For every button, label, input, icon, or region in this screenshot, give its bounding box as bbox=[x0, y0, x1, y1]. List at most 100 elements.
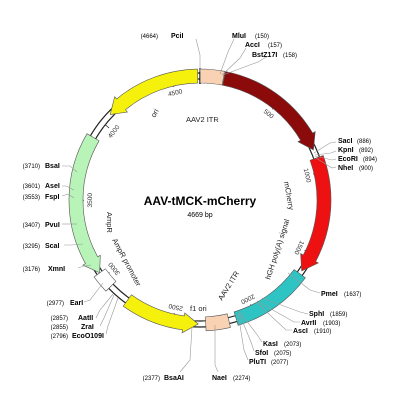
site-pos-saci: (886) bbox=[357, 139, 371, 145]
site-pos-bsaai: (2377) bbox=[143, 376, 160, 382]
site-acci: AccI bbox=[245, 42, 260, 49]
feature-label-f1ori: f1 ori bbox=[190, 304, 207, 313]
site-eari: EarI bbox=[70, 300, 83, 307]
site-pos-mlui: (150) bbox=[255, 34, 269, 40]
site-mlui: MluI bbox=[232, 33, 246, 40]
site-pos-asci: (1910) bbox=[314, 329, 331, 335]
feature-label-itr-left: AAV2 ITR bbox=[186, 115, 219, 124]
site-pos-xmni: (3176) bbox=[23, 267, 40, 273]
site-xmni: XmnI bbox=[48, 266, 65, 273]
site-pcii: PciI bbox=[171, 33, 184, 40]
site-bstz17i: BstZ17I bbox=[252, 52, 277, 59]
plasmid-name: AAV-tMCK-mCherry bbox=[144, 194, 257, 208]
site-pos-pmei: (1637) bbox=[344, 292, 361, 298]
site-asei: AseI bbox=[45, 183, 60, 190]
feature-label-hgh: hGH poly(A) signal bbox=[263, 218, 291, 281]
site-pos-naei: (2274) bbox=[233, 376, 250, 382]
site-ecoo109i: EcoO109I bbox=[72, 333, 104, 340]
leader-avrii bbox=[256, 300, 300, 323]
site-pos-sfoi: (2075) bbox=[274, 351, 291, 357]
site-pos-ecori: (894) bbox=[363, 157, 377, 163]
site-nhei: NheI bbox=[338, 165, 353, 172]
feature-hgh-poly-a-signal-3 bbox=[233, 269, 306, 326]
leader-bstz17i bbox=[222, 55, 269, 76]
tick-label: 2500 bbox=[168, 302, 184, 312]
leader-nhei bbox=[315, 157, 337, 169]
leader-mlui bbox=[219, 38, 235, 75]
site-fspi: FspI bbox=[45, 194, 59, 201]
leader-eari bbox=[83, 282, 104, 303]
leader-scai bbox=[64, 243, 84, 246]
leader-bsaai bbox=[179, 326, 193, 373]
site-sfoi: SfoI bbox=[255, 350, 268, 357]
leader-asci bbox=[255, 301, 292, 331]
leader-naei bbox=[214, 325, 219, 373]
feature-ampr-7 bbox=[68, 133, 101, 274]
site-pluti: PluTI bbox=[249, 359, 266, 366]
leader-kpni bbox=[314, 150, 337, 156]
leader-asei bbox=[62, 185, 75, 191]
site-pos-sphi: (1859) bbox=[330, 312, 347, 318]
tick-label: 500 bbox=[262, 108, 275, 120]
site-ecori: EcoRI bbox=[338, 156, 358, 163]
site-pos-pcii: (4664) bbox=[141, 34, 158, 40]
site-aatii: AatII bbox=[78, 315, 93, 322]
leader-pmei bbox=[287, 272, 321, 294]
site-pos-kpni: (892) bbox=[359, 148, 373, 154]
tick-label: 4000 bbox=[107, 124, 122, 140]
site-kasi: KasI bbox=[263, 341, 278, 348]
feature-f1-ori-5 bbox=[122, 294, 199, 334]
site-bsai: BsaI bbox=[45, 163, 60, 170]
site-pmei: PmeI bbox=[321, 291, 338, 298]
leader-ecoo109i bbox=[105, 297, 119, 335]
leader-aatii bbox=[95, 293, 114, 319]
leader-pcii bbox=[195, 38, 201, 72]
leader-zrai bbox=[99, 294, 115, 327]
feature-label-ori: ori bbox=[149, 107, 161, 119]
site-pvui: PvuI bbox=[45, 222, 60, 229]
tick-label: 1500 bbox=[292, 239, 305, 255]
tick-label: 4500 bbox=[167, 88, 183, 98]
leader-sphi bbox=[261, 297, 309, 315]
leader-saci bbox=[313, 141, 337, 154]
feature-aav2-itr-4 bbox=[205, 313, 231, 332]
feature-mcherry-2 bbox=[300, 155, 332, 272]
site-naei: NaeI bbox=[212, 375, 227, 382]
leader-ecori bbox=[314, 155, 337, 161]
site-scai: ScaI bbox=[45, 243, 59, 250]
site-sphi: SphI bbox=[309, 311, 324, 318]
site-pos-aatii: (2857) bbox=[51, 316, 68, 322]
site-pos-asei: (3601) bbox=[23, 184, 40, 190]
site-pos-zrai: (2855) bbox=[51, 325, 68, 331]
leader-bsai bbox=[62, 165, 78, 173]
feature-ampr-promoter-6 bbox=[93, 268, 117, 292]
feature-tmck-promoter-1 bbox=[222, 71, 316, 151]
feature-label-mcherry: mCherry bbox=[282, 181, 296, 211]
tick-label: 2000 bbox=[239, 292, 255, 305]
site-bsaai: BsaAI bbox=[164, 375, 184, 382]
plasmid-length: 4669 bp bbox=[187, 212, 212, 219]
tick-mark bbox=[104, 124, 110, 129]
feature-aav2-itr-0 bbox=[199, 68, 226, 86]
feature-label-ampr: AmpR bbox=[105, 212, 114, 233]
tick-label: 3500 bbox=[87, 193, 94, 208]
feature-label-itr-right: AAV2 ITR bbox=[216, 269, 241, 302]
feature-ori-8 bbox=[109, 68, 199, 115]
site-pos-acci: (157) bbox=[268, 43, 282, 49]
site-pos-pvui: (3407) bbox=[23, 223, 40, 229]
site-leader-lines bbox=[61, 38, 337, 373]
site-pos-ecoo109i: (2796) bbox=[51, 334, 68, 340]
feature-label-tmck: tMCK Promoter bbox=[191, 91, 237, 131]
site-zrai: ZraI bbox=[81, 324, 94, 331]
leader-acci bbox=[221, 47, 247, 76]
site-saci: SacI bbox=[338, 138, 352, 145]
site-pos-eari: (2977) bbox=[47, 301, 64, 307]
site-pos-bsai: (3710) bbox=[23, 164, 40, 170]
site-pos-nhei: (900) bbox=[359, 166, 373, 172]
leader-fspi bbox=[61, 193, 75, 199]
leader-xmni bbox=[77, 264, 92, 269]
site-avrii: AvrII bbox=[301, 320, 316, 327]
leader-kasi bbox=[239, 311, 263, 343]
leader-pluti bbox=[237, 312, 249, 361]
